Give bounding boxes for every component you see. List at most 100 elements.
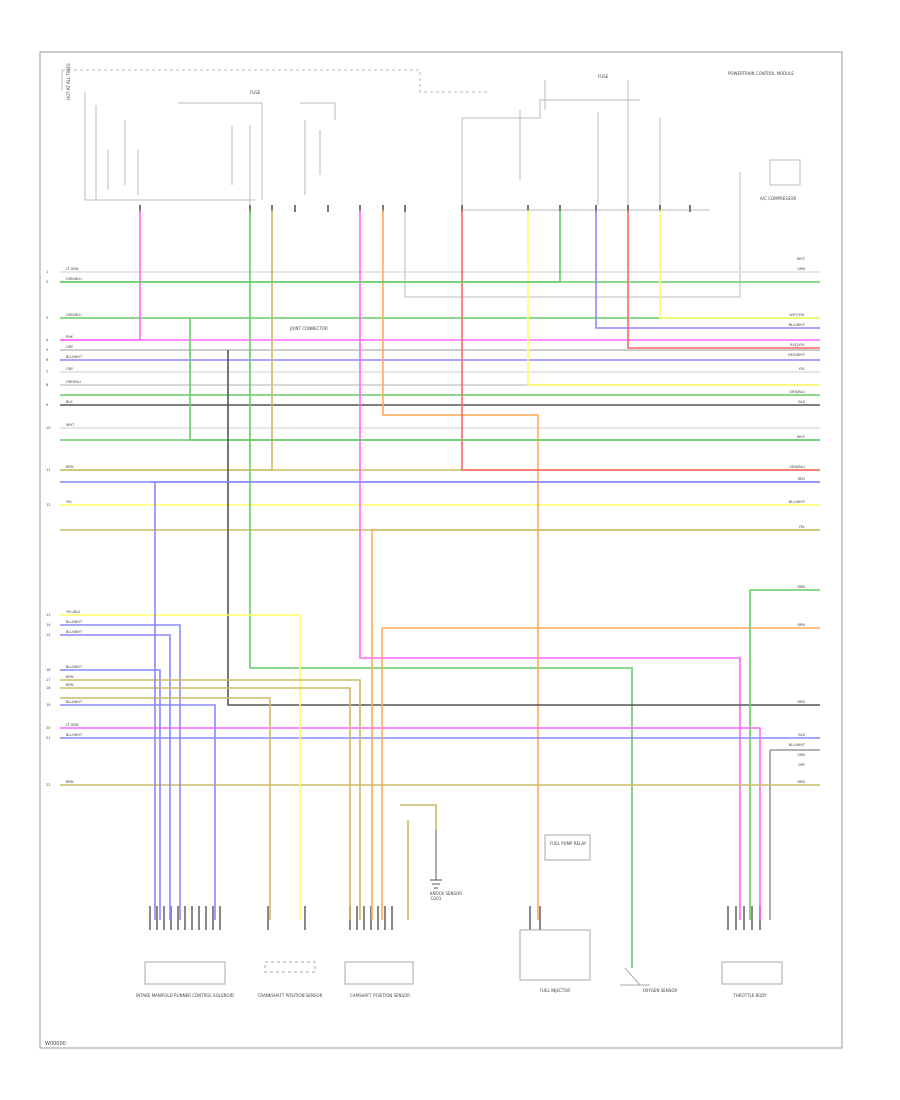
left-bus-label: LT GRN: [66, 723, 79, 727]
diagram-frame: [39, 51, 843, 1049]
right-bus-label: BLK: [798, 733, 805, 737]
pin-number: 17: [46, 678, 50, 682]
pin-number: 19: [46, 703, 50, 707]
right-bus-labels: WHTGRNWHT/YELBLU/WHTRED/YELRED/WHTYELGRN…: [788, 257, 806, 784]
right-header-label: POWERTRAIN CONTROL MODULE: [728, 71, 794, 76]
comp-label-4: FUEL INJECTOR: [540, 988, 571, 993]
left-bus-label: BRN: [66, 780, 74, 784]
left-bus-label: BLK: [66, 400, 73, 404]
right-bus-label: BLK: [798, 400, 805, 404]
pin-number: 3: [46, 316, 48, 320]
right-bus-label: GRN/BLU: [789, 390, 805, 394]
top-bus: [61, 69, 801, 298]
horizontal-wires: [60, 271, 820, 531]
connector-markers: [139, 205, 761, 930]
pin-number: 10: [46, 426, 50, 430]
left-bus-label: BLU/WHT: [66, 733, 83, 737]
left-bus-label: GRN/BLU: [66, 313, 82, 317]
wire-green-top: [249, 210, 633, 968]
knock-note: KNOCK SENSOR: [430, 891, 462, 896]
wire-blue-1: [595, 210, 820, 329]
left-bus-label: LT GRN: [66, 267, 79, 271]
component-box-3: [344, 961, 414, 985]
pin-number: 13: [46, 613, 50, 617]
component-box-4: [519, 929, 591, 981]
right-bus-label: YEL: [799, 367, 805, 371]
right-bus-label: WHT: [797, 257, 806, 261]
wire-gray-1: [769, 749, 820, 920]
module-name-label: FUSE: [598, 74, 609, 79]
right-bus-label: BRN: [798, 780, 806, 784]
wire-tan-3: [60, 679, 361, 920]
right-bus-label: WHT: [797, 435, 806, 439]
wire-yellow-1: [527, 210, 820, 386]
right-conn-label: A/C COMPRESSOR: [760, 196, 796, 201]
wire-green-2: [60, 210, 561, 283]
pin-number: 12: [46, 503, 50, 507]
wire-blue-5: [60, 669, 216, 920]
wire-red-1: [461, 210, 820, 471]
component-box-5: [721, 961, 783, 985]
left-bus-label: BLU/WHT: [66, 700, 83, 704]
wire-orange-4: [371, 530, 383, 920]
pin-number: 6: [46, 358, 48, 362]
wire-magenta-top: [60, 210, 141, 341]
right-bus-label: GRY: [798, 763, 806, 767]
right-bus-label: GRN: [797, 753, 805, 757]
wire-dark-1: [227, 350, 820, 706]
pin-number: 11: [46, 468, 50, 472]
switch-symbol: [620, 967, 650, 986]
left-bus-label: BRN: [66, 675, 74, 679]
wire-yellow-2: [659, 210, 820, 319]
relay-box: [544, 834, 591, 861]
fuse-group-label: FUSE: [250, 90, 261, 95]
wire-tan-4: [400, 804, 437, 920]
left-bus-label: GRN/BLU: [66, 277, 82, 281]
wire-magenta-2: [359, 210, 741, 920]
pin-number: 1: [46, 270, 48, 274]
pin-number: 20: [46, 726, 50, 730]
mid-conn-label: JOINT CONNECTOR: [289, 326, 328, 331]
wire-green-4: [749, 589, 820, 920]
comp-label-5: THROTTLE BODY: [732, 993, 767, 998]
comp-label-6: OXYGEN SENSOR: [643, 988, 678, 993]
right-bus-label: BLU/WHT: [789, 323, 806, 327]
pin-number: 21: [46, 736, 50, 740]
bottom-components: [144, 830, 783, 986]
left-bus-label: BLU/WHT: [66, 355, 83, 359]
pin-number: 8: [46, 383, 48, 387]
pin-number: 9: [46, 403, 48, 407]
wire-orange-1: [382, 210, 539, 920]
relay-note: FUEL PUMP RELAY: [550, 841, 587, 846]
pin-number: 22: [46, 783, 50, 787]
pin-number: 14: [46, 623, 51, 627]
pin-number: 4: [46, 338, 49, 342]
top-left-label: HOT AT ALL TIMES: [66, 63, 71, 100]
left-bus-label: BLU/WHT: [66, 665, 83, 669]
left-bus-label: YEL: [66, 500, 72, 504]
pin-number: 5: [46, 348, 48, 352]
wire-yellow-3: [60, 614, 301, 920]
pin-number: 15: [46, 633, 50, 637]
wire-blue-4: [60, 624, 181, 920]
right-bus-label: RED/YEL: [790, 343, 805, 347]
left-bus-label: BRN: [66, 683, 74, 687]
pin-number: 18: [46, 686, 50, 690]
right-bus-label: GRN: [797, 267, 805, 271]
left-bus-label: BRN: [66, 465, 74, 469]
wire-green-3: [189, 318, 820, 441]
corner-code: W00000: [45, 1041, 66, 1047]
left-bus-label: BLU/WHT: [66, 620, 83, 624]
component-box-1: [144, 961, 226, 985]
wire-tan-top: [60, 210, 273, 471]
wire-red-2: [627, 210, 820, 349]
left-bus-label: WHT: [66, 423, 75, 427]
left-bus-label: YEL/BLU: [66, 610, 81, 614]
right-bus-label: BRN: [798, 700, 806, 704]
right-bus-label: GRN/BLU: [789, 465, 805, 469]
left-bus-label: PNK: [66, 335, 74, 339]
right-bus-label: YEL: [799, 525, 805, 529]
right-bus-label: WHT/YEL: [789, 313, 805, 317]
left-bus-label: BLU/WHT: [66, 630, 83, 634]
wire-magenta-3: [60, 727, 761, 920]
